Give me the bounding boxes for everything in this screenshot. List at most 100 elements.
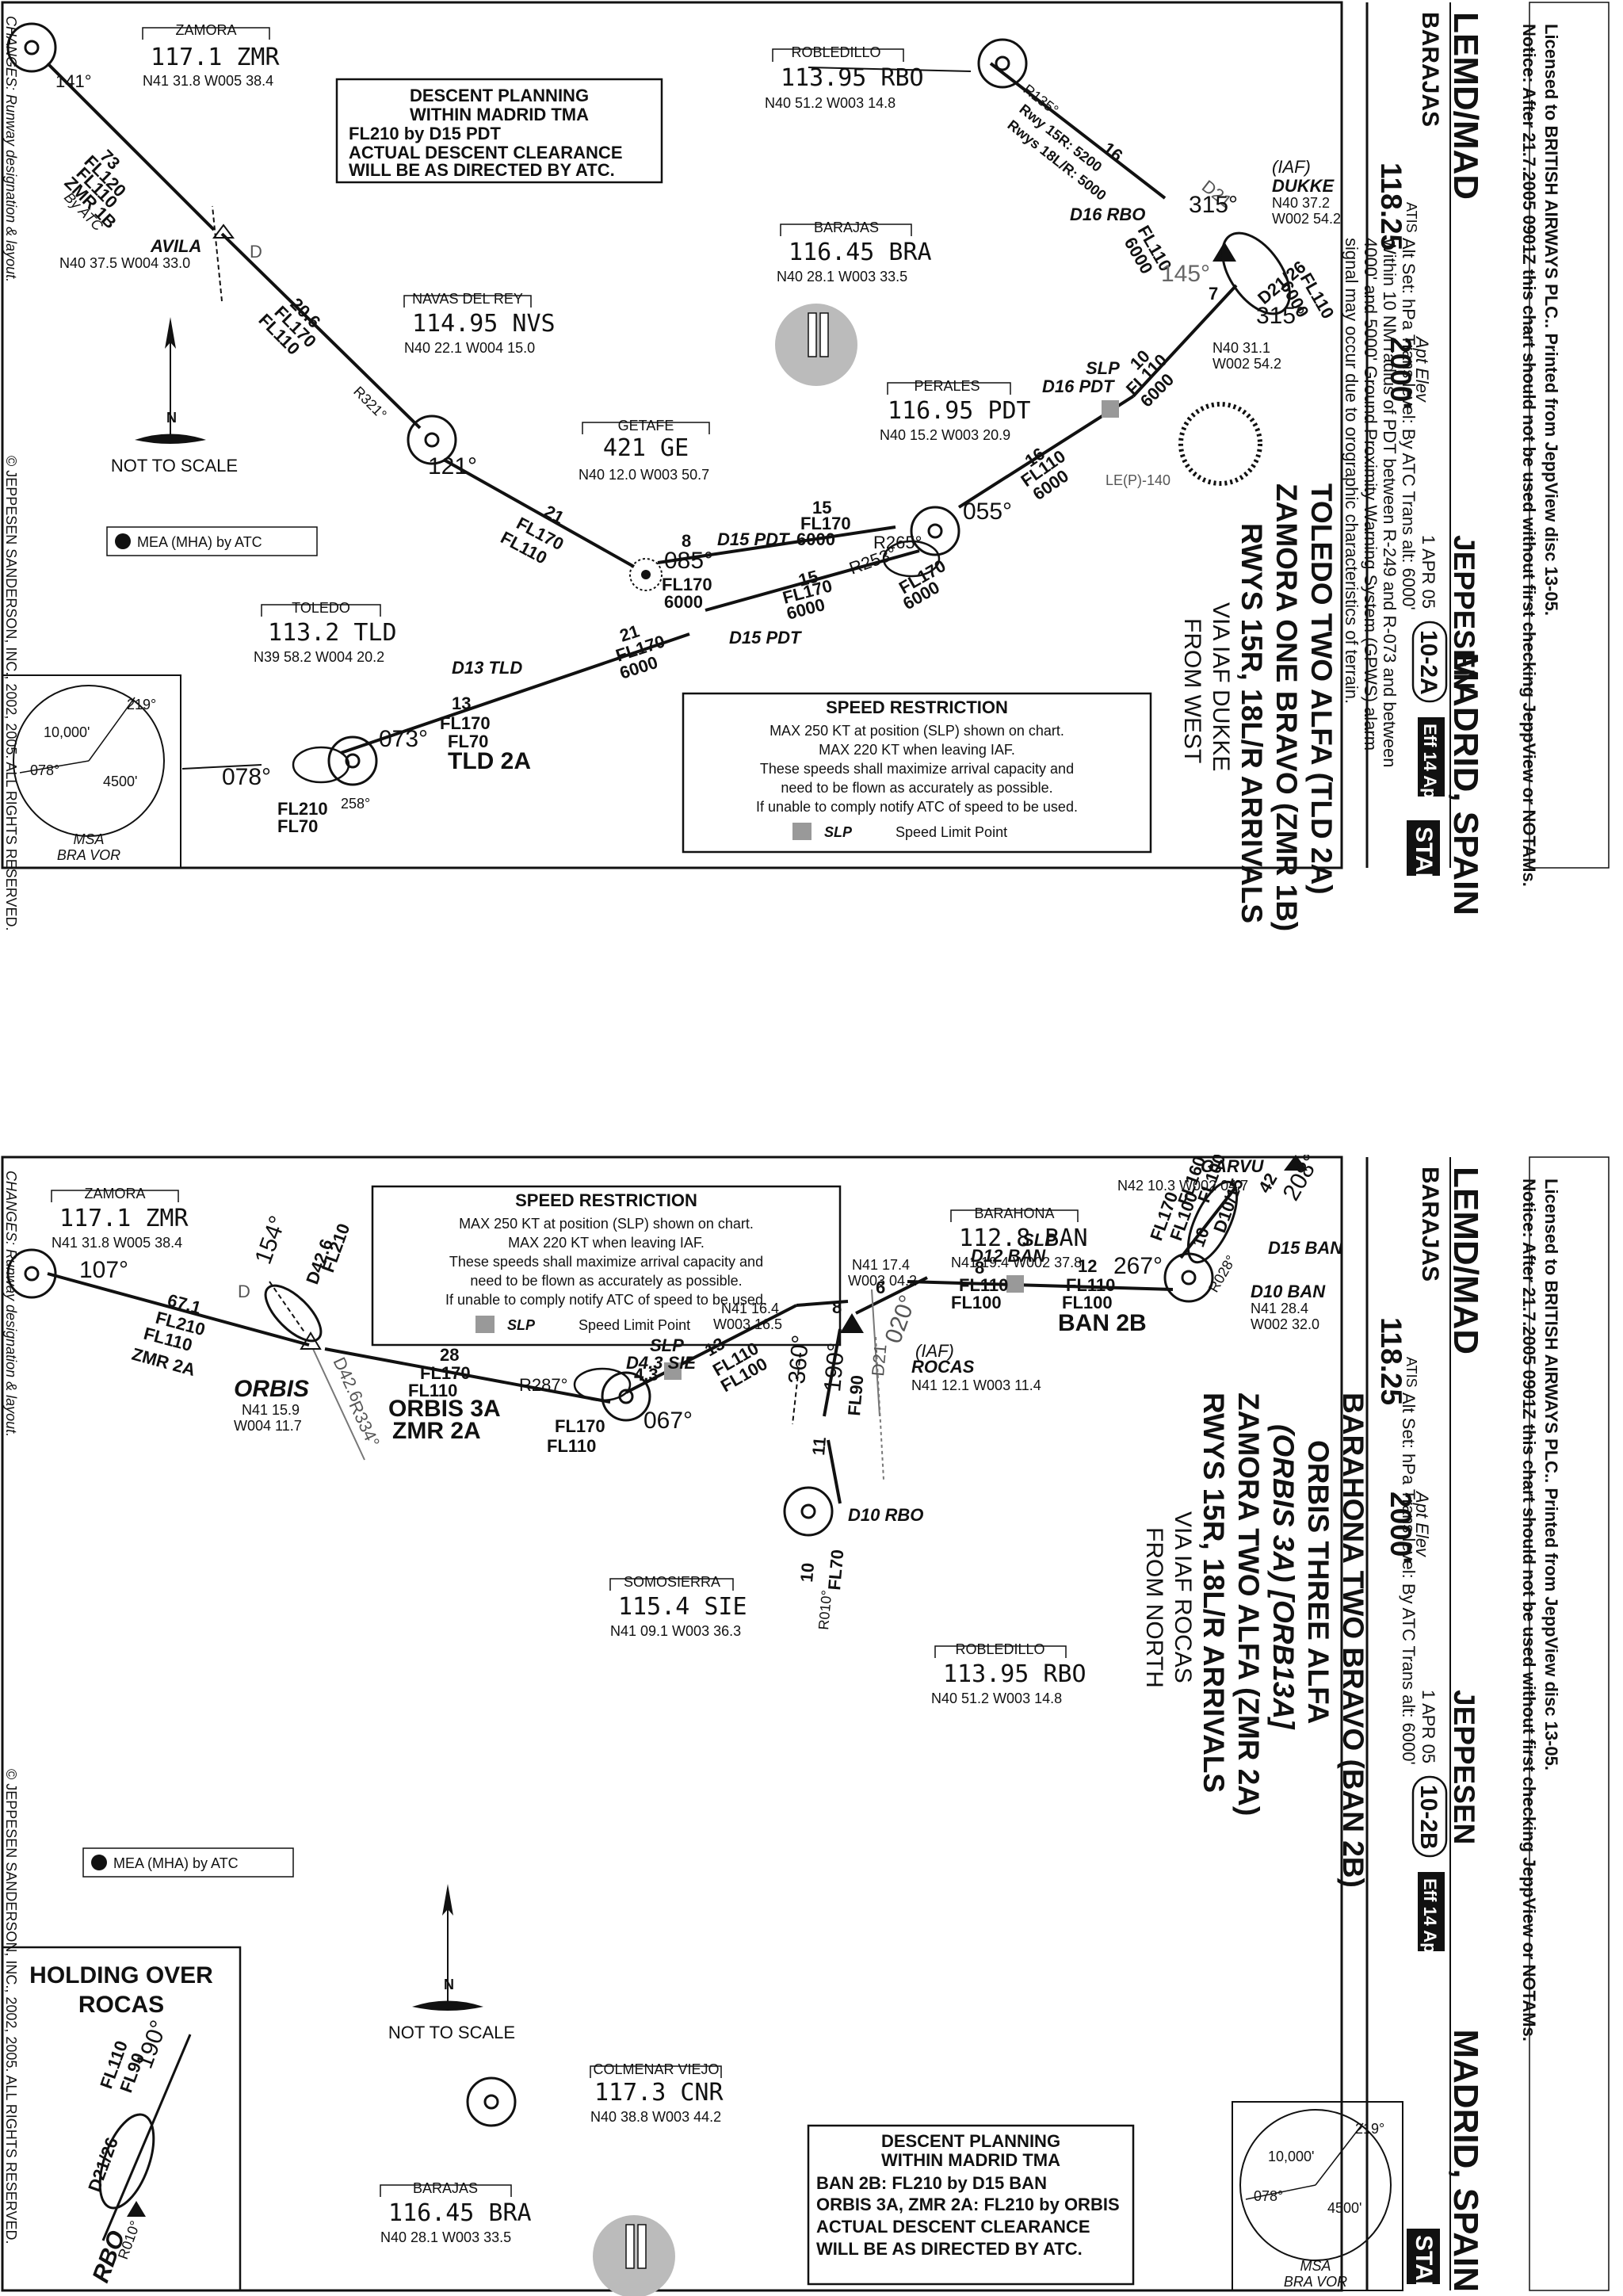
garvu-fix-icon	[1284, 1155, 1308, 1171]
lbl-b-r190: 190°	[819, 1342, 850, 1393]
chart-frame-b	[1, 1156, 1343, 2292]
airport-name: BARAJAS	[1417, 12, 1443, 127]
zamora-freq: 117.1 ZMR	[151, 44, 280, 71]
robledillo-coord: N40 51.2 W003 14.8	[765, 95, 896, 111]
atis-freq: 118.25	[1375, 162, 1407, 250]
barajas-freq: 116.45 BRA	[789, 239, 932, 266]
procedure-title: TOLEDO TWO ALFA (TLD 2A) ZAMORA ONE BRAV…	[1179, 483, 1338, 931]
orbis-holding	[264, 1284, 323, 1343]
not-to-scale-b: NOT TO SCALE	[388, 2023, 515, 2042]
d15pdt-1: D15 PDT	[717, 529, 790, 549]
speed-box	[682, 692, 1152, 854]
msa-label: MSA	[73, 831, 104, 847]
routes-b	[47, 1185, 1238, 1504]
lbl-b-zmr2a: ZMR 2A	[392, 1418, 481, 1444]
robledillo-b-freq: 113.95 RBO	[943, 1660, 1086, 1688]
lbl-r321: R321°	[350, 384, 390, 423]
lbl-d: D	[250, 242, 262, 262]
chart-no-b: 10-2B	[1415, 1785, 1442, 1850]
getafe-name: GETAFE	[618, 418, 674, 434]
info-somosierra: SOMOSIERRA 115.4 SIE N41 09.1 W003 36.3	[609, 1574, 747, 1639]
lbl-r078: 078°	[222, 764, 271, 790]
lbl-b-10b: 10	[796, 1562, 818, 1584]
descent-box	[335, 78, 663, 184]
vor-colmenar-icon	[466, 2076, 517, 2127]
changes-note: CHANGES: Runway designation & layout.	[3, 16, 19, 282]
d16rbo: D16 RBO	[1070, 204, 1145, 224]
atis-freq-b: 118.25	[1375, 1317, 1407, 1405]
title-line-3: RWYS 15R, 18L/R ARRIVALS	[1235, 523, 1268, 923]
descent-box-l3: ACTUAL DESCENT CLEARANCE	[349, 143, 623, 162]
title-line-1: TOLEDO TWO ALFA (TLD 2A)	[1305, 483, 1338, 895]
lbl-fl170d: FL170	[800, 514, 851, 533]
lbl-b-12: 12	[1078, 1256, 1097, 1276]
msa-b-vor: BRA VOR	[1284, 2274, 1347, 2290]
lbl-b-ban2b: BAN 2B	[1058, 1310, 1147, 1336]
restricted-area	[1178, 402, 1262, 486]
tld-holding	[292, 746, 350, 784]
chart-no: 10-2A	[1415, 630, 1442, 695]
title-line-4: VIA IAF DUKKE	[1208, 602, 1234, 771]
lbl-b-fl100b: FL100	[951, 1293, 1002, 1312]
mea-note-b: MEA (MHA) by ATC	[113, 1855, 239, 1871]
alt-set-line-2: Within 10 NM radius of PDT between R-249…	[1380, 238, 1400, 768]
atis-label: ATIS	[1403, 202, 1419, 233]
rocas-iaf: (IAF)	[915, 1341, 954, 1361]
chart-date: 1 APR 05	[1419, 535, 1438, 609]
elev-label: Apt Elev	[1412, 335, 1432, 403]
atis-label-b: ATIS	[1403, 1357, 1419, 1388]
slp-desc: Speed Limit Point	[896, 824, 1007, 840]
chart-10-2b-svg: Licensed to BRITISH AIRWAYS PLC.. Printe…	[1, 1155, 1610, 2296]
avila-fix-icon	[212, 223, 235, 239]
chart-10-2a: Licensed to BRITISH AIRWAYS PLC.. Printe…	[0, 0, 1623, 1141]
vor-robledillo-b-icon	[783, 1486, 834, 1537]
lbl-b-r208: 208°	[1277, 1155, 1325, 1205]
lbl-7: 7	[1209, 284, 1218, 304]
dukke-fix-icon	[1212, 242, 1236, 262]
orbis-name: ORBIS	[234, 1376, 309, 1402]
info-barajas-b: BARAJAS 116.45 BRA N40 28.1 W003 33.5	[380, 2180, 532, 2245]
title-b-3: (ORBIS 3A) [ORB13A]	[1267, 1424, 1300, 1730]
holding-pattern	[98, 2113, 155, 2210]
zamora-b-coord: N41 31.8 W005 38.4	[52, 1235, 182, 1251]
lbl-fl210: FL210	[277, 799, 328, 819]
lbl-b-r028: R028°	[1205, 1252, 1239, 1295]
header-left-b: LEMD/MAD BARAJAS ATIS 118.25 Apt Elev 20…	[1375, 1167, 1485, 2296]
lbl-b-fl70: FL70	[824, 1549, 847, 1591]
chart-no-badge-b	[1411, 1775, 1448, 1858]
n4164-2: W003 16.5	[713, 1316, 782, 1332]
lbl-b-r020: 020°	[880, 1292, 922, 1347]
colmenar-freq: 117.3 CNR	[594, 2079, 724, 2107]
msa-circle	[13, 685, 165, 837]
speed-l1: MAX 250 KT at position (SLP) shown on ch…	[769, 723, 1064, 739]
lbl-r315: 315°	[1189, 192, 1238, 218]
lbl-b-r334: R334°	[345, 1398, 384, 1450]
mea-note: MEA (MHA) by ATC	[137, 534, 262, 550]
notice-line-1: Licensed to BRITISH AIRWAYS PLC.. Printe…	[1541, 24, 1561, 616]
descent-b-title: DESCENT PLANNING	[881, 2131, 1060, 2151]
msa-b-alt1: 10,000'	[1268, 2149, 1315, 2164]
slp-desc-b: Speed Limit Point	[579, 1317, 690, 1333]
msa-box	[2, 674, 181, 869]
dukke-name: DUKKE	[1272, 176, 1335, 196]
robledillo-freq: 113.95 RBO	[781, 64, 924, 92]
avila-coord: N40 37.5 W004 33.0	[59, 255, 190, 271]
msa-b1: 219°	[127, 697, 156, 712]
info-robledillo-b: ROBLEDILLO 113.95 RBO N40 51.2 W003 14.8	[931, 1641, 1086, 1706]
route-labels: 141° 73 FL120 FL110 ZMR 1B By ATC 20.6 F…	[55, 71, 1338, 836]
lbl-21a: 21	[541, 501, 567, 528]
descent-box-title: DESCENT PLANNING	[410, 86, 589, 105]
lep-label: LE(P)-140	[1106, 472, 1170, 488]
robledillo-b-name: ROBLEDILLO	[955, 1641, 1044, 1657]
dukke-holding	[1221, 231, 1291, 315]
getafe-freq: 421 GE	[603, 434, 689, 462]
alt-set-b: Alt Set: hPa Trans level: By ATC Trans a…	[1399, 1392, 1419, 1765]
speed-l3: These speeds shall maximize arrival capa…	[760, 761, 1074, 777]
speed-b-l4: need to be flown as accurately as possib…	[470, 1273, 742, 1289]
svg-text:N: N	[166, 410, 177, 426]
holding-title-2: ROCAS	[78, 1992, 164, 2018]
d10ban-name: D10 BAN	[1251, 1282, 1326, 1301]
sie-holding	[573, 1367, 632, 1402]
lbl-b-8b: 8	[975, 1258, 984, 1278]
robledillo-name: ROBLEDILLO	[791, 44, 880, 60]
